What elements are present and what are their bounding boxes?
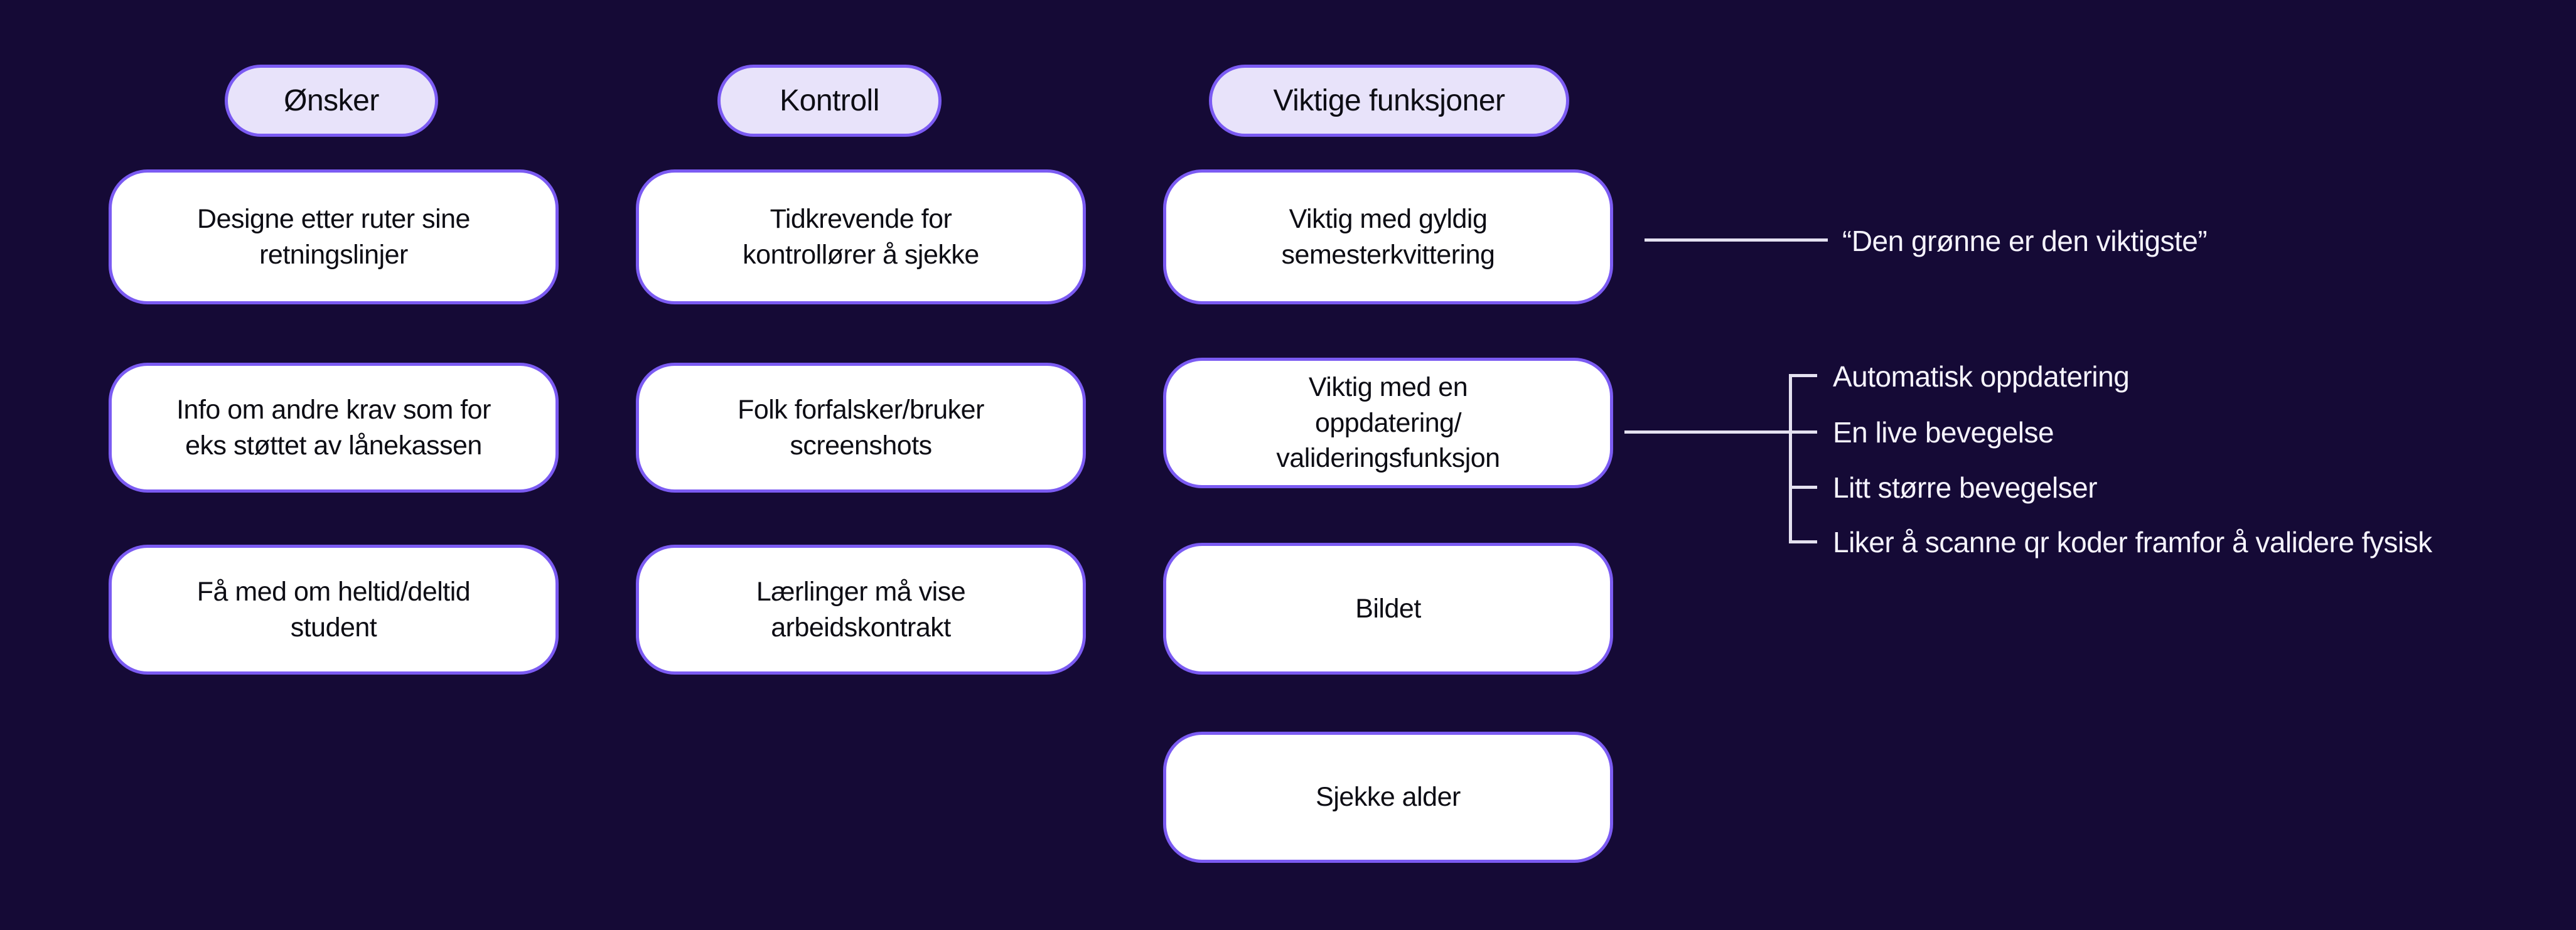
header-pill-viktige-funksjoner-label: Viktige funksjoner <box>1273 84 1506 117</box>
header-pill-viktige-funksjoner[interactable]: Viktige funksjoner <box>1209 65 1569 137</box>
quote-text[interactable]: “Den grønne er den viktigste” <box>1842 225 2208 257</box>
branch-item-text-litt-storre-bevegelser[interactable]: Litt større bevegelser <box>1833 471 2098 504</box>
card-label: Bildet <box>1355 593 1421 624</box>
branch-item-text-automatisk-oppdatering[interactable]: Automatisk oppdatering <box>1833 360 2130 393</box>
card-label: Viktig med en oppdatering/ valideringsfu… <box>1276 371 1500 474</box>
card-designe-etter-ruter[interactable]: Designe etter ruter sine retningslinjer <box>109 169 559 304</box>
card-label: Lærlinger må vise arbeidskontrakt <box>756 576 966 643</box>
header-pill-kontroll[interactable]: Kontroll <box>717 65 942 137</box>
card-viktig-med-oppdatering-valideringsfunksjon[interactable]: Viktig med en oppdatering/ valideringsfu… <box>1163 358 1613 488</box>
card-label: Designe etter ruter sine retningslinjer <box>197 203 470 270</box>
header-pill-onsker-label: Ønsker <box>284 84 379 117</box>
branch-vertical-line[interactable] <box>1789 374 1792 543</box>
branch-tick-1[interactable] <box>1789 374 1817 377</box>
branch-tick-3[interactable] <box>1789 486 1817 489</box>
card-label: Viktig med gyldig semesterkvittering <box>1281 203 1495 270</box>
branch-item-text-liker-a-scanne-qr[interactable]: Liker å scanne qr koder framfor å valide… <box>1833 526 2432 559</box>
card-folk-forfalsker[interactable]: Folk forfalsker/bruker screenshots <box>636 363 1086 493</box>
card-bildet[interactable]: Bildet <box>1163 543 1613 675</box>
card-sjekke-alder[interactable]: Sjekke alder <box>1163 732 1613 863</box>
header-pill-kontroll-label: Kontroll <box>780 84 879 117</box>
card-label: Info om andre krav som for eks støttet a… <box>176 394 491 461</box>
quote-connector-line[interactable] <box>1645 238 1828 242</box>
branch-connector-line[interactable] <box>1624 430 1817 434</box>
card-label: Tidkrevende for kontrollører å sjekke <box>743 203 979 270</box>
branch-item-text-en-live-bevegelse[interactable]: En live bevegelse <box>1833 416 2054 449</box>
card-label: Få med om heltid/deltid student <box>196 576 471 643</box>
card-fa-med-om-heltid-deltid[interactable]: Få med om heltid/deltid student <box>109 545 559 675</box>
card-laerlinger-ma-vise[interactable]: Lærlinger må vise arbeidskontrakt <box>636 545 1086 675</box>
card-viktig-med-gyldig-semesterkvittering[interactable]: Viktig med gyldig semesterkvittering <box>1163 169 1613 304</box>
branch-tick-4[interactable] <box>1789 540 1817 543</box>
header-pill-onsker[interactable]: Ønsker <box>225 65 438 137</box>
card-tidkrevende-for-kontrollorer[interactable]: Tidkrevende for kontrollører å sjekke <box>636 169 1086 304</box>
card-label: Sjekke alder <box>1316 782 1461 813</box>
card-label: Folk forfalsker/bruker screenshots <box>738 394 984 461</box>
card-info-om-andre-krav[interactable]: Info om andre krav som for eks støttet a… <box>109 363 559 493</box>
